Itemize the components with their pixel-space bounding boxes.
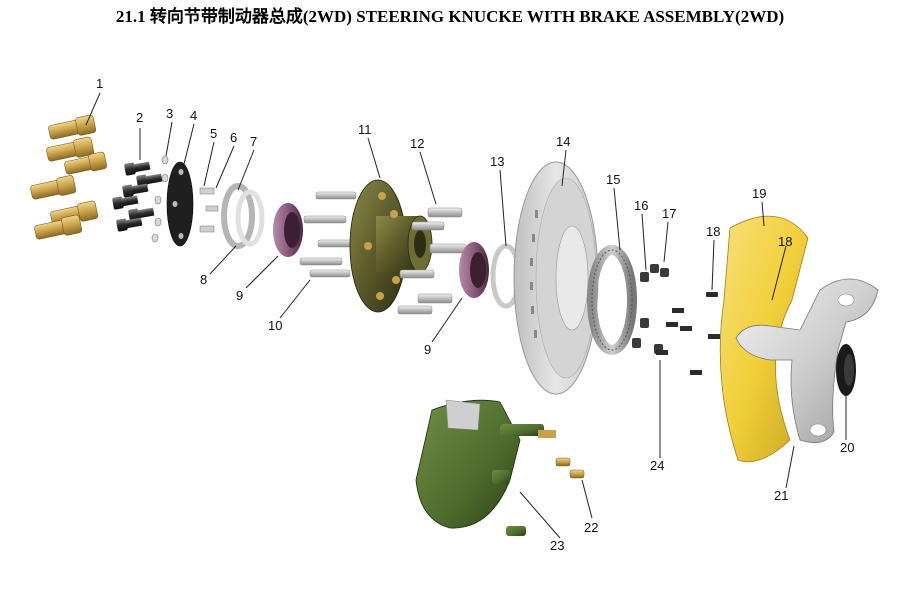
callout-6: 6 — [230, 130, 237, 145]
part-18-24-small-bolts — [656, 292, 720, 375]
leader-21 — [785, 445, 795, 489]
callout-5: 5 — [210, 126, 217, 141]
leader-12 — [419, 151, 437, 205]
part-22-bolts — [555, 457, 585, 479]
part-21-knuckle — [735, 278, 879, 444]
part-23-caliper — [415, 399, 556, 536]
leader-9b — [431, 297, 463, 343]
callout-2: 2 — [136, 110, 143, 125]
callout-14: 14 — [556, 134, 570, 149]
callout-24: 24 — [650, 458, 664, 473]
part-4-plate — [166, 161, 194, 247]
leader-13 — [499, 169, 507, 247]
leader-5 — [203, 141, 215, 187]
leader-23 — [519, 491, 561, 539]
callout-10: 10 — [268, 318, 282, 333]
callout-labels: 1 2 3 4 5 6 7 8 9 9 10 11 12 13 14 15 16… — [96, 76, 854, 553]
callout-16: 16 — [634, 198, 648, 213]
leader-1 — [85, 92, 101, 126]
leader-15 — [613, 187, 621, 251]
part-20-seal — [836, 344, 856, 396]
part-5-6-small-bolts — [199, 187, 219, 233]
part-16-17-nuts — [632, 264, 669, 354]
callout-20: 20 — [840, 440, 854, 455]
leader-11 — [367, 137, 381, 179]
leader-9a — [245, 255, 279, 289]
callout-15: 15 — [606, 172, 620, 187]
leader-4 — [183, 123, 195, 165]
callout-9b: 9 — [424, 342, 431, 357]
leader-22 — [581, 479, 593, 519]
part-11-hub — [349, 179, 433, 313]
part-1-lug-nuts — [30, 114, 107, 240]
part-10-studs — [299, 191, 359, 278]
part-9-bearing-right — [459, 242, 489, 298]
leader-6 — [215, 145, 235, 189]
leader-14 — [561, 149, 567, 187]
leader-8 — [209, 245, 237, 275]
callout-7: 7 — [250, 134, 257, 149]
leader-17 — [663, 221, 669, 263]
part-2-bolts — [112, 161, 163, 232]
callout-9a: 9 — [236, 288, 243, 303]
callout-18a: 18 — [706, 224, 720, 239]
part-3-washers — [151, 155, 169, 243]
callout-12: 12 — [410, 136, 424, 151]
callout-3: 3 — [166, 106, 173, 121]
part-9-bearing-left — [273, 203, 303, 257]
callout-11: 11 — [358, 122, 372, 137]
part-14-brake-disc — [513, 161, 599, 395]
leader-18b — [771, 245, 787, 301]
leader-7 — [237, 149, 255, 191]
leader-10 — [279, 279, 311, 319]
leader-3 — [165, 121, 173, 157]
callout-22: 22 — [584, 520, 598, 535]
part-12-studs — [397, 207, 467, 315]
diagram-title: 21.1 转向节带制动器总成(2WD) STEERING KNUCKE WITH… — [115, 7, 785, 26]
callout-18b: 18 — [778, 234, 792, 249]
leader-18a — [711, 239, 715, 291]
callout-19: 19 — [752, 186, 766, 201]
leader-16 — [641, 213, 647, 271]
callout-21: 21 — [774, 488, 788, 503]
callout-17: 17 — [662, 206, 676, 221]
leader-19 — [761, 201, 765, 227]
callout-23: 23 — [550, 538, 564, 553]
callout-4: 4 — [190, 108, 197, 123]
leader-lines — [85, 92, 847, 539]
callout-1: 1 — [96, 76, 103, 91]
callout-8: 8 — [200, 272, 207, 287]
part-7-8-ring — [221, 183, 265, 249]
callout-13: 13 — [490, 154, 504, 169]
part-15-tone-ring — [587, 245, 637, 355]
